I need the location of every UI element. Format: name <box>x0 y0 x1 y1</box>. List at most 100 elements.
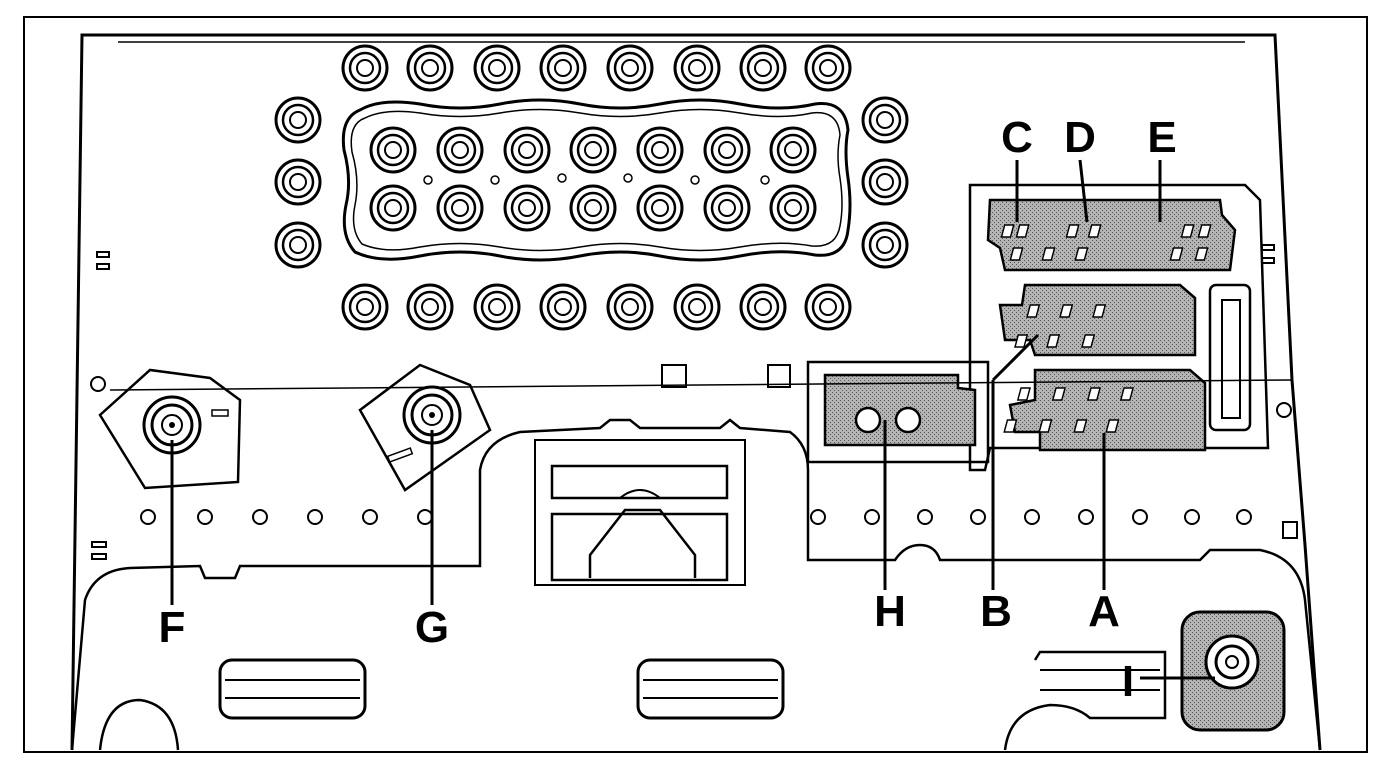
pin-socket <box>703 184 751 232</box>
connector-a <box>1003 368 1207 452</box>
mounting-hole <box>140 509 156 525</box>
mounting-hole <box>1078 509 1094 525</box>
contact-pin <box>1105 419 1120 433</box>
pin-socket <box>503 126 551 174</box>
contact-pin <box>1169 247 1184 261</box>
connector-h <box>806 360 990 464</box>
pin-block-inner-outline-2 <box>350 108 843 252</box>
contact-pin <box>1016 387 1031 401</box>
mounting-hole <box>864 509 880 525</box>
bottom-slot-center <box>636 658 785 720</box>
pin-socket <box>341 44 389 92</box>
vent-hole <box>623 173 633 183</box>
pin-socket <box>861 221 909 269</box>
multi-pin-connector-block <box>274 44 909 331</box>
pin-socket <box>804 283 852 331</box>
pin-socket <box>769 184 817 232</box>
pin-socket <box>703 126 751 174</box>
label-a: A <box>1088 587 1120 636</box>
pin-socket <box>274 221 322 269</box>
label-e: E <box>1147 113 1176 162</box>
pin-socket <box>673 44 721 92</box>
edge-marks <box>91 244 1298 560</box>
pin-socket <box>636 184 684 232</box>
mounting-hole <box>362 509 378 525</box>
pin-socket <box>539 44 587 92</box>
mounting-hole <box>970 509 986 525</box>
vent-hole <box>760 175 770 185</box>
pin-socket <box>606 44 654 92</box>
vent-hole <box>557 173 567 183</box>
mount-hole-left <box>90 376 106 392</box>
mounting-hole <box>197 509 213 525</box>
contact-pin <box>1014 334 1029 348</box>
pin-socket <box>861 158 909 206</box>
bottom-arc-left <box>98 698 180 751</box>
contact-pin <box>1000 224 1015 238</box>
pin-socket <box>436 126 484 174</box>
contact-pin <box>1046 334 1061 348</box>
small-square-1 <box>661 364 687 388</box>
contact-pin <box>1051 387 1066 401</box>
pin-socket <box>436 184 484 232</box>
mounting-hole <box>417 509 433 525</box>
contact-pin <box>1026 304 1041 318</box>
connector-cde <box>968 183 1270 472</box>
connector-b <box>998 283 1197 357</box>
pin-socket <box>539 283 587 331</box>
mounting-hole <box>810 509 826 525</box>
vent-hole <box>423 175 433 185</box>
mounting-hole <box>307 509 323 525</box>
lower-bay-outline <box>70 418 1322 751</box>
contact-pin <box>1065 224 1080 238</box>
leader-lines <box>170 159 1215 680</box>
mounting-hole <box>1132 509 1148 525</box>
bottom-slot-left <box>218 658 367 720</box>
contact-pin <box>1119 387 1134 401</box>
pin-socket <box>739 44 787 92</box>
label-i: I <box>1122 657 1134 706</box>
contact-pin <box>1073 419 1088 433</box>
mounting-hole <box>1236 509 1252 525</box>
mounting-hole <box>1024 509 1040 525</box>
label-f: F <box>159 603 186 652</box>
pin-socket <box>473 44 521 92</box>
pin-socket <box>804 44 852 92</box>
contact-pin <box>1086 387 1101 401</box>
pin-socket <box>569 126 617 174</box>
contact-pin <box>1194 247 1209 261</box>
contact-pin <box>1015 224 1030 238</box>
contact-pin <box>1009 247 1024 261</box>
pin-socket <box>341 283 389 331</box>
label-h: H <box>874 587 906 636</box>
vent-hole <box>690 175 700 185</box>
antenna-socket-g <box>358 363 492 492</box>
pin-socket <box>569 184 617 232</box>
antenna-socket-f <box>90 368 242 490</box>
pin-socket <box>274 96 322 144</box>
side-slot-inner <box>1221 299 1241 419</box>
vent-hole <box>490 175 500 185</box>
mounting-hole <box>252 509 268 525</box>
central-housing <box>534 439 746 586</box>
mount-hole-right <box>1276 402 1292 418</box>
contact-pin <box>1059 304 1074 318</box>
contact-pin <box>1074 247 1089 261</box>
panel-outline <box>70 33 1322 751</box>
label-b: B <box>980 587 1012 636</box>
pin-socket <box>673 283 721 331</box>
label-c: C <box>1001 113 1033 162</box>
pin-socket <box>473 283 521 331</box>
side-slot <box>1208 283 1252 432</box>
contact-pin <box>1041 247 1056 261</box>
label-d: D <box>1064 113 1096 162</box>
connector-i <box>1003 610 1286 751</box>
outer-frame <box>23 16 1368 753</box>
contact-pin <box>1197 224 1212 238</box>
contact-pin <box>1087 224 1102 238</box>
pin-socket <box>606 283 654 331</box>
pin-socket <box>636 126 684 174</box>
mounting-hole <box>1184 509 1200 525</box>
panel-ridge <box>109 379 1293 391</box>
